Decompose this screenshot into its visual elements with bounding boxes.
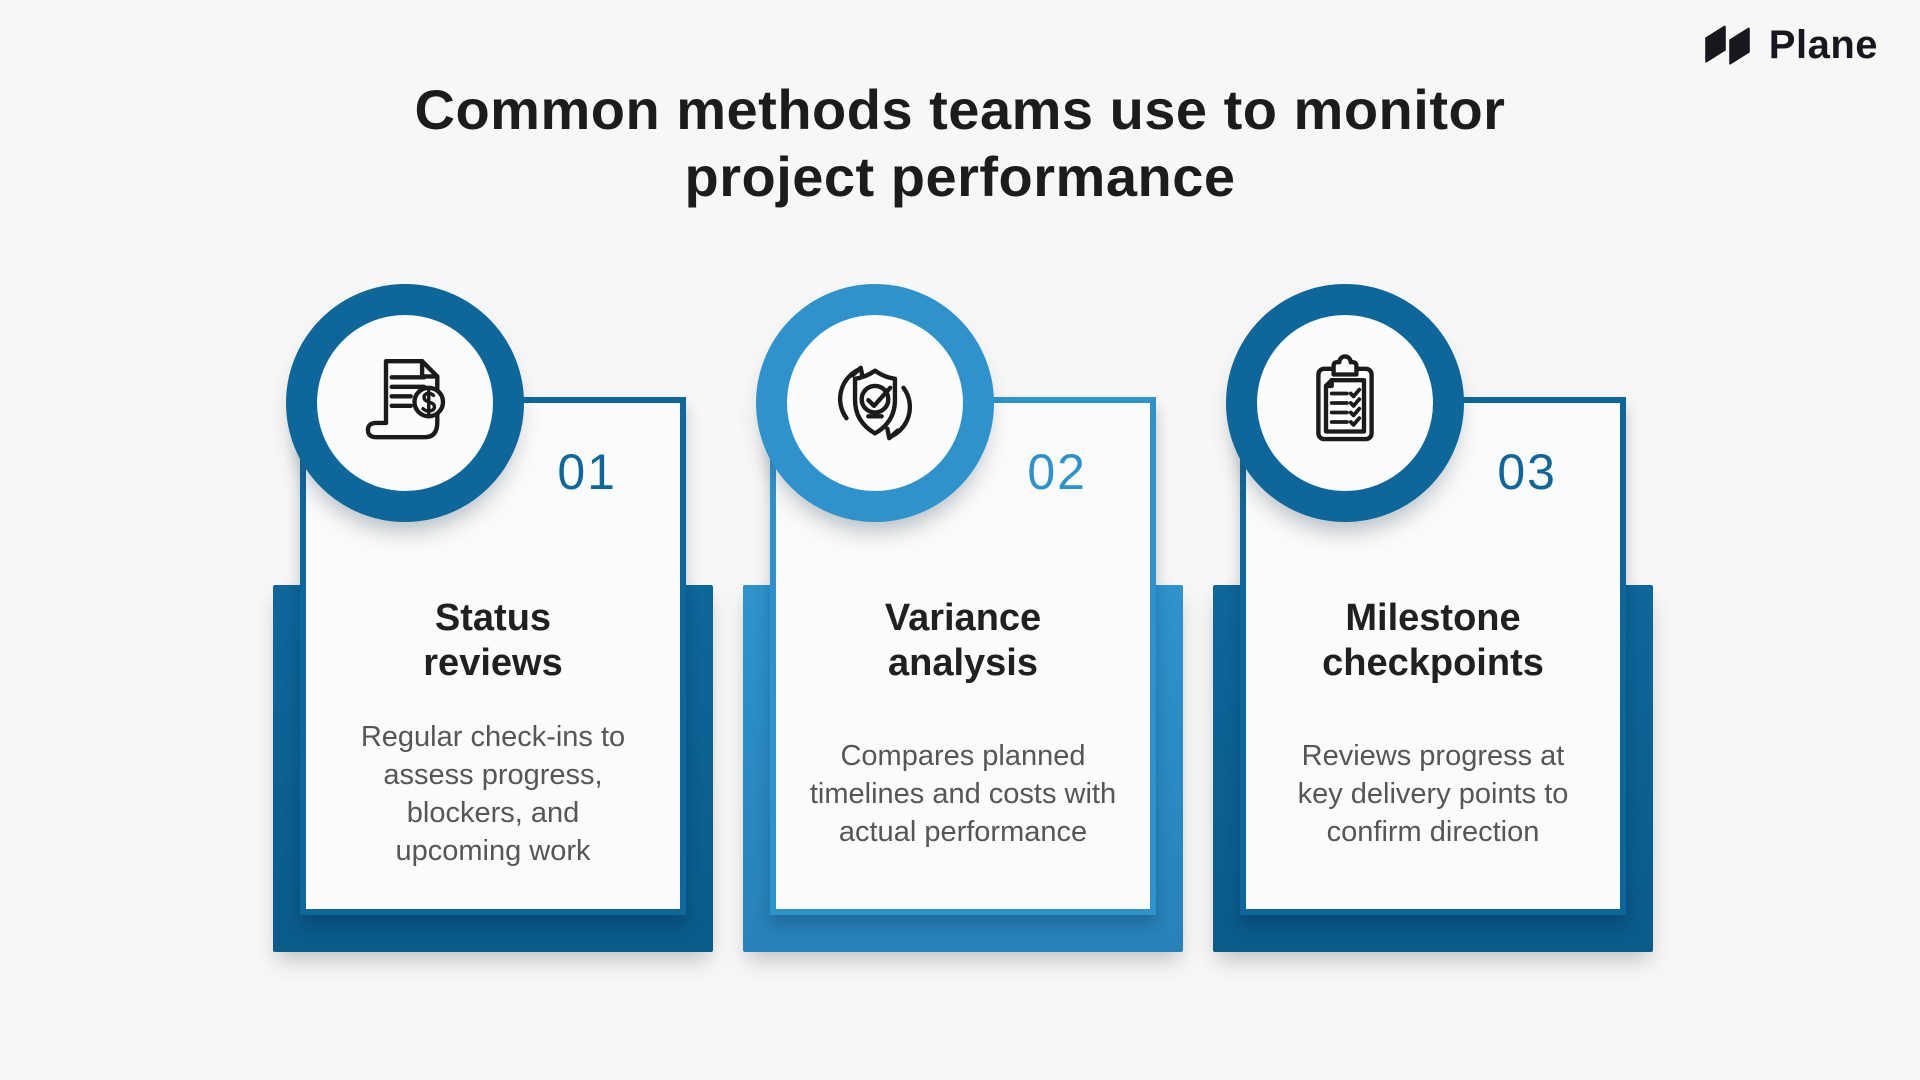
card-group-variance-analysis: 02 Variance analysis Compares planned ti… [743, 280, 1183, 970]
card-group-status-reviews: 01 Status reviews Regular check-ins to a… [273, 280, 713, 970]
card-number: 02 [1027, 444, 1087, 500]
card-description: Compares planned timelines and costs wit… [809, 740, 1117, 848]
card-number: 01 [557, 444, 617, 500]
page-title-line-2: project performance [684, 145, 1236, 208]
card-group-milestone-checkpoints: 03 Milestone checkpoints Reviews progres… [1213, 280, 1653, 970]
icon-circle [756, 284, 994, 522]
card-title: Status reviews [423, 597, 563, 684]
brand-name: Plane [1768, 22, 1878, 67]
card-description: Regular check-ins to assess progress, bl… [360, 721, 626, 867]
plane-logo-icon [1702, 23, 1752, 68]
icon-circle [286, 284, 524, 522]
card-description: Reviews progress at key delivery points … [1297, 740, 1569, 848]
card-number: 03 [1497, 444, 1557, 500]
page-title-line-1: Common methods teams use to monitor [414, 78, 1506, 141]
page-title: Common methods teams use to monitor proj… [0, 76, 1920, 210]
shield-check-refresh-icon [838, 365, 912, 441]
card-title: Milestone checkpoints [1322, 597, 1544, 684]
clipboard-checklist-icon [1316, 354, 1374, 442]
invoice-dollar-icon [365, 359, 446, 440]
icon-circle [1226, 284, 1464, 522]
brand-logo: Plane [1701, 22, 1878, 68]
card-title: Variance analysis [884, 597, 1042, 684]
